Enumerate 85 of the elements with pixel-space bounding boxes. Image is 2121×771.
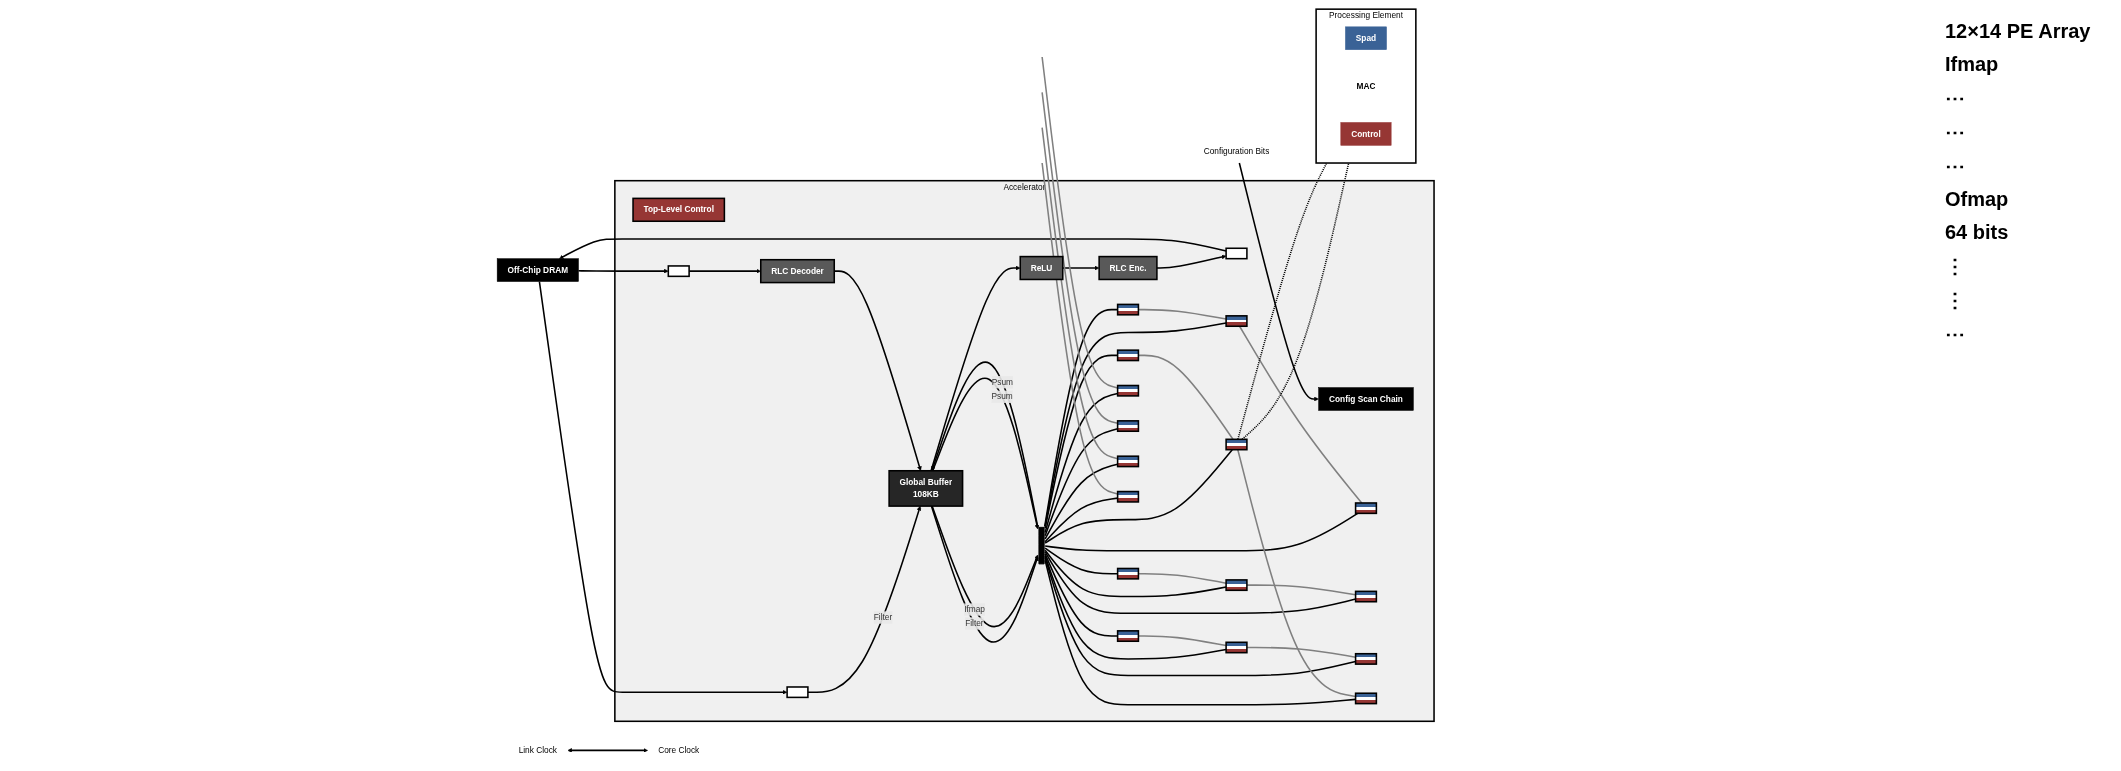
node-box <box>1354 502 1378 515</box>
connector <box>1041 126 1119 460</box>
connector <box>1241 162 1350 441</box>
connector <box>1044 549 1227 598</box>
connector <box>1044 547 1119 575</box>
node-box <box>1354 590 1378 603</box>
node-box <box>1354 692 1378 705</box>
node-box <box>1116 384 1140 397</box>
edge-label: Ifmap <box>964 604 985 614</box>
arrow <box>538 280 788 695</box>
connector <box>1044 559 1357 706</box>
diagram-label: ⋮ <box>1945 254 1966 278</box>
connector <box>1044 428 1119 537</box>
diagram-label: ⋯ <box>1945 322 1966 346</box>
node-box <box>1225 579 1248 592</box>
diagram-label: 64 bits <box>1945 221 2010 244</box>
node-text: Core Clock <box>658 745 700 755</box>
node-box: Global Buffer 108KB <box>888 469 964 507</box>
diagram-label: ⋯ <box>1945 154 1966 178</box>
edge-label: Psum <box>991 377 1013 387</box>
node-box <box>1116 490 1140 503</box>
connector <box>1137 572 1227 584</box>
node-text: Link Clock <box>518 745 557 755</box>
node-box: Control <box>1340 122 1392 146</box>
connector <box>1137 635 1227 647</box>
connector <box>1246 584 1357 596</box>
edge-label: Psum <box>991 391 1013 401</box>
arrow <box>577 268 669 274</box>
edge-label: Filter <box>873 612 893 622</box>
connector <box>1137 354 1234 441</box>
node-box <box>1354 652 1378 665</box>
connector <box>1044 392 1119 534</box>
connector <box>1044 497 1119 543</box>
connector <box>1041 162 1119 495</box>
connector <box>1044 448 1233 544</box>
connector <box>1044 463 1119 540</box>
connector <box>1236 448 1357 698</box>
arrow <box>1156 254 1227 269</box>
node-box <box>1225 641 1248 654</box>
node-box <box>786 686 809 699</box>
node-box: Spad <box>1345 26 1387 50</box>
connector <box>1041 56 1119 389</box>
node-box <box>1116 349 1140 362</box>
arrow <box>559 238 1227 259</box>
node-box: Off-Chip DRAM <box>496 258 579 282</box>
connector <box>1041 91 1119 425</box>
diagram-label: Ofmap <box>1945 188 2010 211</box>
connector <box>1246 646 1357 658</box>
connector <box>1238 325 1363 504</box>
node-box <box>1116 630 1140 642</box>
connector <box>1237 162 1328 441</box>
arrow <box>688 268 761 274</box>
node-box: ReLU <box>1019 255 1064 281</box>
node-box <box>667 265 690 278</box>
node-box <box>1116 455 1140 468</box>
node-box <box>1116 567 1140 580</box>
diagram-label: 12×14 PE Array <box>1945 20 2092 43</box>
node-box: Top-Level Control <box>632 197 726 222</box>
node-box: Config Scan Chain <box>1318 387 1414 411</box>
edge-label: Filter <box>965 618 984 628</box>
node-box <box>1225 315 1248 327</box>
node-box: RLC Enc. <box>1098 255 1158 281</box>
connector <box>1044 551 1357 614</box>
connector <box>1137 308 1227 320</box>
connector <box>1044 553 1119 637</box>
connector <box>1044 556 1357 677</box>
node-box <box>1225 247 1248 260</box>
node-box <box>1116 420 1140 432</box>
connector <box>1044 555 1227 660</box>
connector <box>1044 512 1359 552</box>
diagram-label: Ifmap <box>1945 53 2000 76</box>
node-box: RLC Decoder <box>759 258 835 284</box>
connector <box>1044 322 1227 528</box>
arrow <box>567 748 648 753</box>
arrow <box>807 505 922 693</box>
connector <box>1043 308 1119 528</box>
node-text: MAC <box>1356 81 1376 91</box>
diagram-label: ⋮ <box>1945 288 1966 312</box>
node-text: Configuration Bits <box>1203 146 1270 156</box>
node-box <box>1225 438 1248 451</box>
connector <box>1044 354 1119 529</box>
node-box <box>1116 303 1140 316</box>
diagram-label: ⋯ <box>1945 120 1966 144</box>
arrow <box>1238 162 1319 402</box>
diagram-label: ⋯ <box>1945 86 1966 110</box>
